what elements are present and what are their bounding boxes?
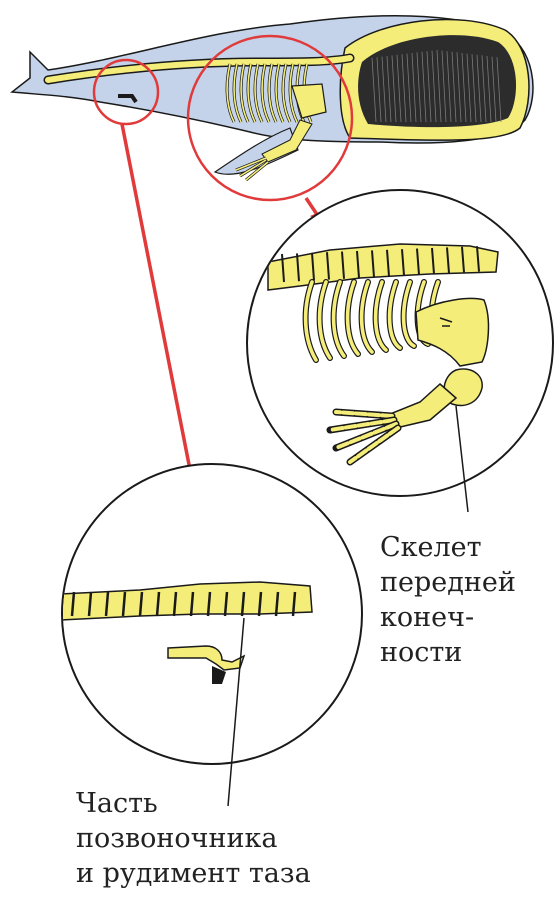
caption-spine-line-3: и рудимент таза — [76, 856, 311, 891]
caption-forelimb-line-2: передней — [380, 565, 516, 600]
caption-spine-pelvis: Часть позвоночника и рудимент таза — [76, 786, 311, 891]
zoom-forelimb-circle — [247, 190, 553, 496]
zoom-pelvis — [60, 464, 362, 806]
caption-spine-line-1: Часть — [76, 786, 311, 821]
whale-illustration — [12, 16, 533, 180]
caption-forelimb: Скелет передней конеч- ности — [380, 530, 516, 670]
caption-forelimb-line-3: конеч- — [380, 600, 516, 635]
caption-spine-line-2: позвоночника — [76, 821, 311, 856]
zoom-forelimb — [247, 190, 553, 512]
caption-forelimb-line-1: Скелет — [380, 530, 516, 565]
arrow-tail — [122, 124, 194, 490]
arrow-chest — [306, 198, 318, 216]
caption-forelimb-line-4: ности — [380, 635, 516, 670]
